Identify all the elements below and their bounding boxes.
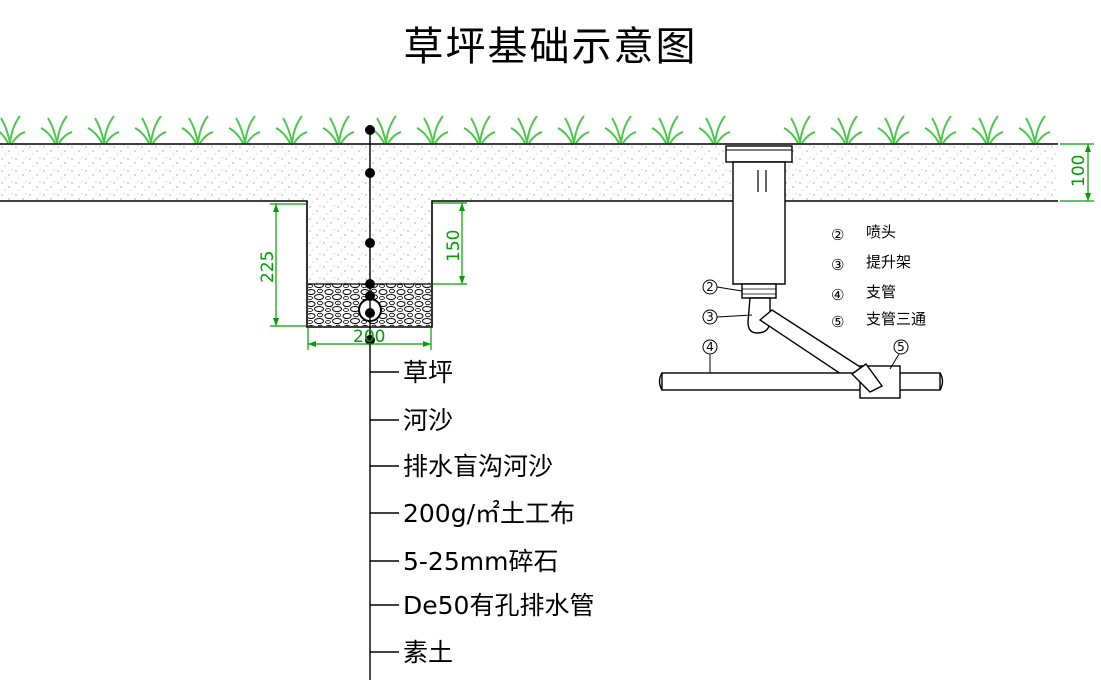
- grass-tuft: [228, 115, 261, 144]
- legend: ② 喷头 ③ 提升架 ④ 支管 ⑤ 支管三通: [831, 223, 926, 331]
- pipe-end-left: [658, 372, 663, 391]
- callout-5-marker: [893, 339, 909, 355]
- legend-num-3: ③: [831, 256, 844, 274]
- layer-labels: 草坪 河沙 排水盲沟河沙 200g/㎡土工布 5-25mm碎石 De50有孔排水…: [370, 358, 594, 667]
- grass-tuft: [275, 115, 308, 144]
- grass-tuft: [971, 115, 1004, 144]
- grass-tuft: [557, 115, 590, 144]
- grass-tuft: [0, 115, 26, 144]
- leader-dot: [365, 335, 375, 345]
- grass-tuft: [181, 115, 214, 144]
- grass-tuft: [1018, 115, 1051, 144]
- dim-lawn-depth: 100: [1069, 155, 1089, 187]
- grass-tuft: [651, 115, 684, 144]
- legend-num-5: ⑤: [831, 313, 844, 331]
- callout-numbers: 2 3 4 5: [706, 280, 905, 354]
- layer-label-gravel: 5-25mm碎石: [403, 547, 558, 576]
- leader-dot: [365, 125, 375, 135]
- sprinkler-assembly: [658, 145, 944, 399]
- legend-label-sprinkler: 喷头: [866, 223, 896, 241]
- grass-tuft: [698, 115, 731, 144]
- grass-tuft: [783, 115, 816, 144]
- dim-trench-width: 200: [353, 327, 385, 347]
- grass-tuft: [830, 115, 863, 144]
- diagram-title: 草坪基础示意图: [403, 24, 698, 70]
- layer-label-geotextile: 200g/㎡土工布: [403, 499, 575, 528]
- grass-tuft: [510, 115, 543, 144]
- leader-dots: [365, 125, 375, 345]
- dim-sand-depth: 150: [444, 230, 464, 262]
- callouts: [702, 279, 909, 373]
- callout-5-number: 5: [897, 340, 905, 354]
- leader-dot: [365, 279, 375, 289]
- leader-dot: [365, 238, 375, 248]
- callout-2-number: 2: [706, 280, 714, 294]
- grass-tuft: [369, 115, 402, 144]
- grass-tufts: [0, 115, 1051, 144]
- callout-3-number: 3: [706, 310, 714, 324]
- leader-dot: [365, 291, 375, 301]
- leader-dot: [365, 168, 375, 178]
- layer-label-drain-sand: 排水盲沟河沙: [403, 452, 553, 481]
- sprinkler-thread: [741, 283, 777, 299]
- grass-tuft: [877, 115, 910, 144]
- grass-tuft: [322, 115, 355, 144]
- grass-tuft: [40, 115, 73, 144]
- legend-num-4: ④: [831, 286, 844, 304]
- sprinkler-head-cap: [725, 145, 793, 163]
- layer-label-lawn: 草坪: [403, 358, 453, 387]
- legend-label-riser: 提升架: [866, 253, 911, 271]
- legend-label-tee: 支管三通: [866, 310, 926, 328]
- legend-label-branch: 支管: [866, 283, 896, 301]
- dimension-lines: [270, 143, 1094, 350]
- layer-label-river-sand: 河沙: [403, 406, 453, 435]
- grass-tuft: [87, 115, 120, 144]
- dim-trench-depth: 225: [258, 251, 278, 283]
- pipe-end-right: [939, 372, 944, 391]
- grass-tuft: [463, 115, 496, 144]
- grass-tuft: [924, 115, 957, 144]
- legend-num-2: ②: [831, 226, 844, 244]
- layer-label-drain-pipe: De50有孔排水管: [403, 591, 594, 620]
- leader-dot: [365, 308, 375, 318]
- layer-label-subsoil: 素土: [403, 638, 453, 667]
- callout-4-number: 4: [706, 340, 714, 354]
- grass-tuft: [416, 115, 449, 144]
- soil-section: [0, 144, 1058, 327]
- sprinkler-head-body: [732, 161, 786, 285]
- grass-tuft: [134, 115, 167, 144]
- grass-tuft: [604, 115, 637, 144]
